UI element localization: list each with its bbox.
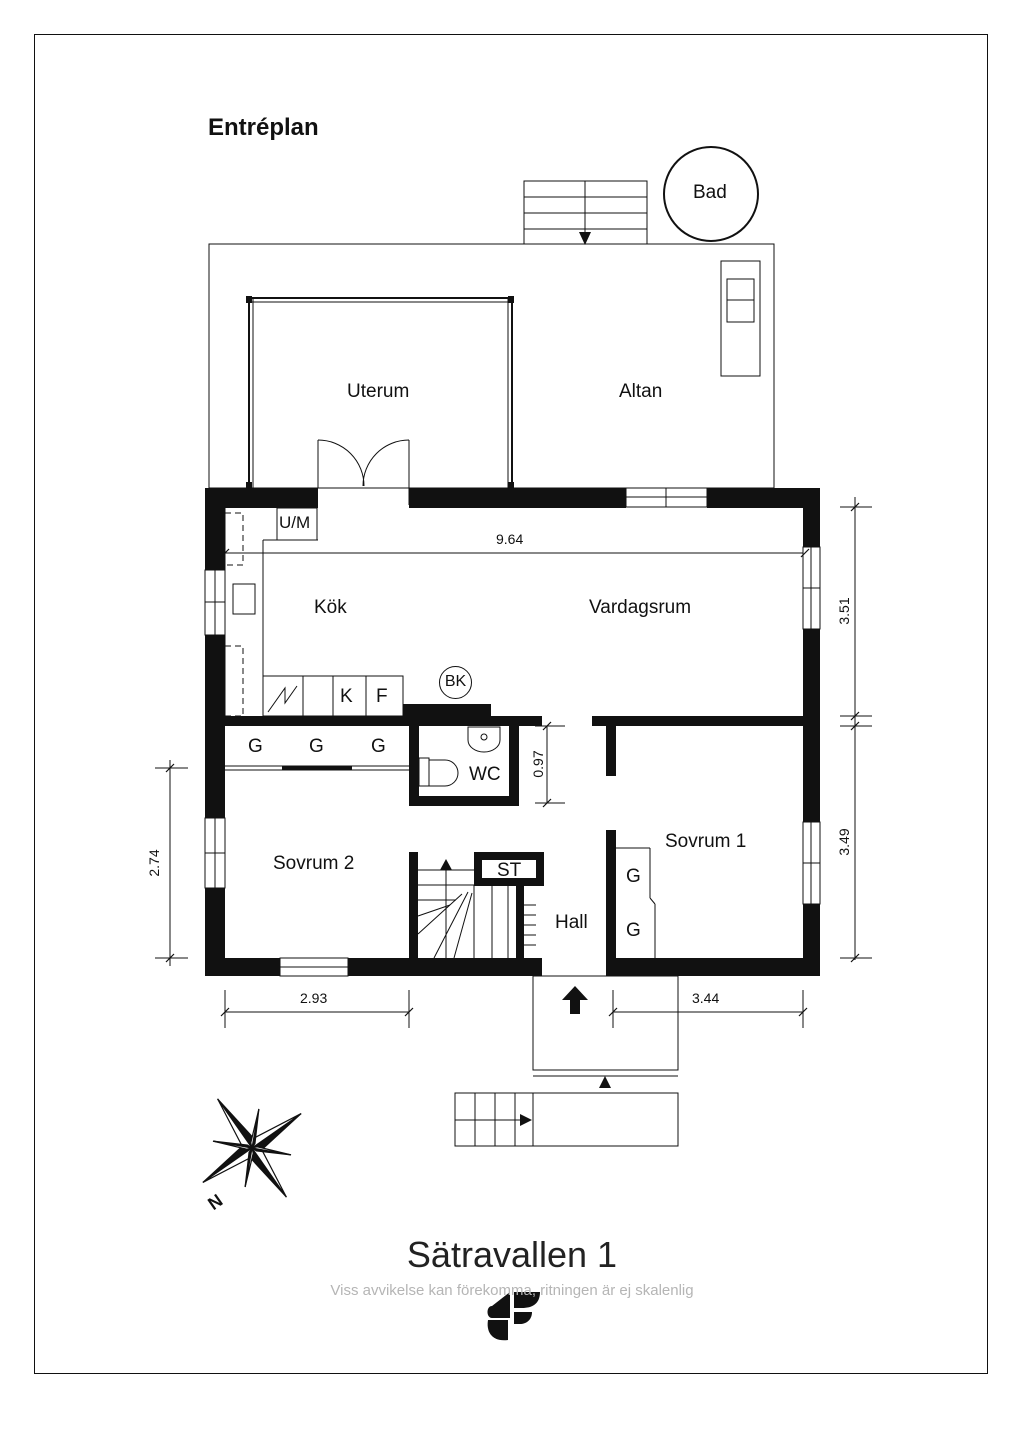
altan-deck	[208, 243, 775, 489]
dimension-lines	[155, 497, 872, 1028]
room-label-sovrum2: Sovrum 2	[273, 853, 355, 874]
uterum-walls	[248, 297, 513, 488]
fixture-g: G	[309, 736, 324, 757]
uterum-posts	[246, 296, 514, 489]
compass-icon	[202, 1098, 302, 1198]
room-label-kok: Kök	[314, 597, 347, 618]
dimension-width-total: 9.64	[496, 531, 524, 547]
logo-icon	[487, 1292, 540, 1341]
plan-disclaimer: Viss avvikelse kan förekomma, ritningen …	[330, 1282, 694, 1299]
windows	[204, 487, 821, 977]
room-label-bad: Bad	[693, 182, 727, 203]
room-label-wc: WC	[469, 764, 501, 785]
fixture-k: K	[340, 686, 353, 707]
deck-bench	[720, 260, 761, 377]
room-label-sovrum1: Sovrum 1	[665, 831, 747, 852]
room-label-hall: Hall	[555, 912, 588, 933]
dimension-height-lower: 3.49	[836, 828, 852, 856]
fixture-g: G	[626, 866, 641, 887]
fixture-bk: BK	[439, 666, 472, 699]
room-label-st: ST	[497, 860, 522, 881]
dimension-corridor: 0.97	[530, 750, 546, 778]
wardrobe-sovrum2	[225, 765, 409, 771]
walls	[205, 488, 820, 976]
drawing-frame	[34, 34, 988, 1374]
dimension-sovrum1-width: 3.44	[692, 990, 720, 1006]
deck-stairs	[523, 180, 648, 245]
dimension-sovrum2-width: 2.93	[300, 990, 328, 1006]
fixture-g: G	[371, 736, 386, 757]
plan-heading: Entréplan	[208, 114, 319, 141]
room-label-altan: Altan	[619, 381, 663, 402]
dimension-sovrum2-height: 2.74	[146, 849, 162, 877]
entrance-steps	[454, 975, 679, 1147]
room-label-vardagsrum: Vardagsrum	[589, 597, 692, 618]
plan-title: Sätravallen 1	[406, 1234, 618, 1275]
room-label-uterum: Uterum	[347, 381, 410, 402]
fixture-g: G	[248, 736, 263, 757]
wardrobe-sovrum1	[616, 847, 656, 958]
dim-ticks	[165, 502, 860, 1017]
direction-arrows	[440, 232, 611, 1126]
hot-tub	[663, 146, 759, 242]
fixture-um: U/M	[279, 513, 311, 532]
uterum-doors	[317, 439, 410, 505]
dimension-height-upper: 3.51	[836, 597, 852, 625]
fixture-g: G	[626, 920, 641, 941]
fixture-f: F	[376, 686, 388, 707]
